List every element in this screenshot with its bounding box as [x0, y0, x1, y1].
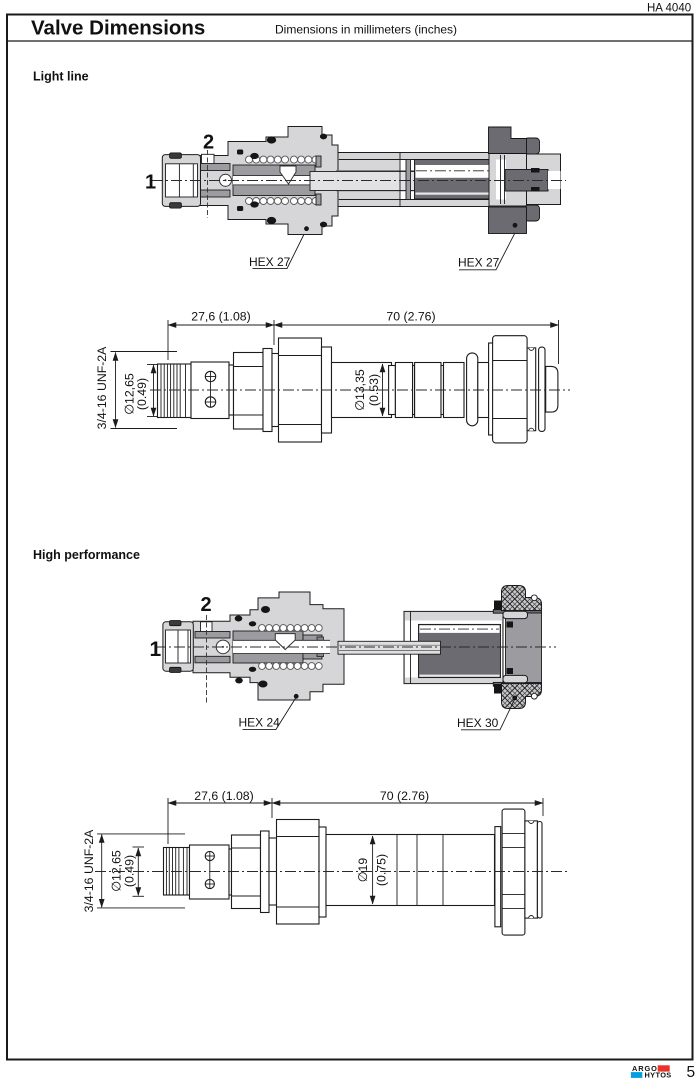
- svg-text:1: 1: [145, 171, 156, 193]
- svg-text:∅12,65: ∅12,65: [110, 850, 124, 892]
- svg-text:2: 2: [201, 594, 212, 616]
- svg-text:70 (2.76): 70 (2.76): [386, 310, 435, 324]
- svg-text:Dimensions in millimeters (inc: Dimensions in millimeters (inches): [275, 23, 457, 37]
- svg-text:(0.49): (0.49): [135, 378, 149, 410]
- svg-text:3/4-16 UNF-2A: 3/4-16 UNF-2A: [82, 829, 96, 912]
- svg-text:HYTOS: HYTOS: [645, 1070, 672, 1079]
- svg-text:∅19: ∅19: [356, 858, 370, 883]
- svg-text:70 (2.76): 70 (2.76): [380, 789, 429, 803]
- svg-text:27,6 (1.08): 27,6 (1.08): [194, 789, 253, 803]
- svg-text:HA 4040: HA 4040: [647, 3, 691, 15]
- svg-text:High performance: High performance: [33, 548, 140, 562]
- svg-text:∅12,65: ∅12,65: [123, 373, 137, 415]
- svg-text:HEX 27: HEX 27: [249, 255, 291, 269]
- svg-text:27,6 (1.08): 27,6 (1.08): [191, 310, 250, 324]
- svg-text:Light line: Light line: [33, 70, 89, 84]
- svg-text:5: 5: [687, 1064, 696, 1081]
- svg-text:ARGO: ARGO: [632, 1064, 658, 1073]
- svg-text:1: 1: [150, 638, 162, 661]
- svg-text:(0.49): (0.49): [123, 855, 137, 887]
- svg-text:2: 2: [203, 132, 214, 154]
- svg-text:3/4-16 UNF-2A: 3/4-16 UNF-2A: [95, 346, 109, 429]
- svg-text:HEX 30: HEX 30: [457, 716, 499, 730]
- svg-text:HEX 27: HEX 27: [458, 255, 500, 269]
- svg-text:HEX 24: HEX 24: [239, 716, 281, 730]
- svg-text:(0.75): (0.75): [375, 854, 389, 886]
- svg-text:Valve Dimensions: Valve Dimensions: [31, 17, 205, 40]
